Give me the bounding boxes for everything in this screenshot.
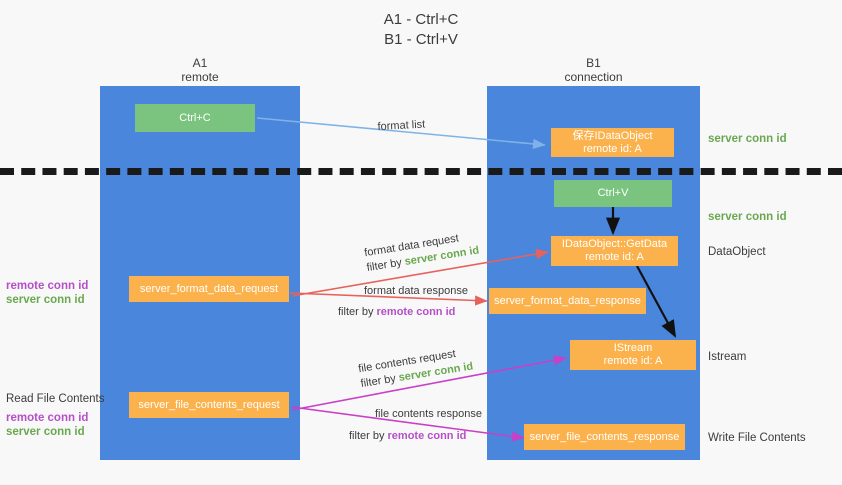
edge-label-format-data-response-title: format data response: [364, 285, 468, 297]
node-getdata-line2: remote id: A: [585, 251, 644, 263]
legend-remote-conn-id-2: remote conn id: [6, 412, 89, 424]
column-b1-name: B1: [586, 56, 601, 70]
node-server-format-data-response[interactable]: server_format_data_response: [489, 288, 646, 314]
filter-key-remote-conn-id: remote conn id: [387, 430, 467, 442]
node-istream-line1: IStream: [613, 342, 653, 354]
filter-prefix: filter by: [338, 306, 377, 318]
edge-label-format-data-response: format data response filter by remote co…: [338, 284, 468, 320]
column-header-a1: A1 remote: [100, 56, 300, 84]
node-istream-line2: remote id: A: [603, 355, 663, 367]
legend-remote-conn-id-1: remote conn id: [6, 280, 89, 292]
node-server-file-contents-response[interactable]: server_file_contents_response: [524, 424, 685, 450]
label-server-conn-id-paste: server conn id: [708, 211, 787, 223]
filter-prefix: filter by: [349, 430, 388, 442]
filter-key-remote-conn-id: remote conn id: [376, 306, 456, 318]
column-header-b1: B1 connection: [487, 56, 700, 84]
node-istream[interactable]: IStream remote id: A: [570, 340, 696, 370]
node-server-file-contents-request[interactable]: server_file_contents_request: [129, 392, 289, 418]
column-a1-role: remote: [181, 70, 219, 84]
column-a1-name: A1: [192, 56, 208, 70]
node-server-format-data-request[interactable]: server_format_data_request: [129, 276, 289, 302]
node-server-format-data-response-label: server_format_data_response: [494, 294, 641, 307]
node-server-format-data-request-label: server_format_data_request: [139, 282, 279, 295]
node-save-dataobject[interactable]: 保存IDataObject remote id: A: [551, 128, 674, 157]
node-save-dataobject-line2: remote id: A: [583, 142, 642, 155]
legend-server-conn-id-2: server conn id: [6, 426, 85, 438]
node-ctrl-c-label: Ctrl+C: [179, 111, 211, 124]
node-server-file-contents-response-label: server_file_contents_response: [529, 430, 680, 443]
node-save-dataobject-line1: 保存IDataObject: [572, 129, 653, 142]
legend-server-conn-id-1: server conn id: [6, 294, 85, 306]
node-ctrl-v-label: Ctrl+V: [597, 187, 629, 199]
legend-conn-ids-format: remote conn id server conn id: [6, 279, 88, 307]
edge-label-format-data-response-filter: filter by remote conn id: [338, 305, 468, 320]
edge-label-format-data-request: format data request filter by server con…: [363, 229, 480, 276]
phase-divider: [0, 168, 842, 175]
edge-label-file-contents-response: file contents response filter by remote …: [349, 407, 483, 444]
page-title: A1 - Ctrl+C B1 - Ctrl+V: [383, 11, 459, 48]
column-b1-role: connection: [564, 70, 623, 84]
label-dataobject: DataObject: [708, 246, 766, 258]
node-getdata[interactable]: IDataObject::GetData remote id: A: [551, 236, 678, 266]
edge-label-format-list: format list: [377, 118, 426, 134]
node-ctrl-v[interactable]: Ctrl+V: [554, 180, 672, 207]
edge-label-file-contents-response-title: file contents response: [375, 408, 483, 420]
label-istream: Istream: [708, 351, 747, 363]
legend-conn-ids-file: remote conn id server conn id: [6, 411, 88, 439]
edge-label-file-contents-request: file contents request filter by server c…: [357, 345, 474, 392]
edge-label-file-contents-response-filter: filter by remote conn id: [349, 429, 482, 444]
node-server-file-contents-request-label: server_file_contents_request: [138, 398, 280, 411]
node-getdata-line1: IDataObject::GetData: [561, 238, 668, 250]
label-write-file-contents: Write File Contents: [708, 432, 806, 444]
label-read-file-contents: Read File Contents: [6, 393, 105, 405]
label-server-conn-id-top: server conn id: [708, 133, 787, 145]
node-ctrl-c[interactable]: Ctrl+C: [135, 104, 255, 132]
